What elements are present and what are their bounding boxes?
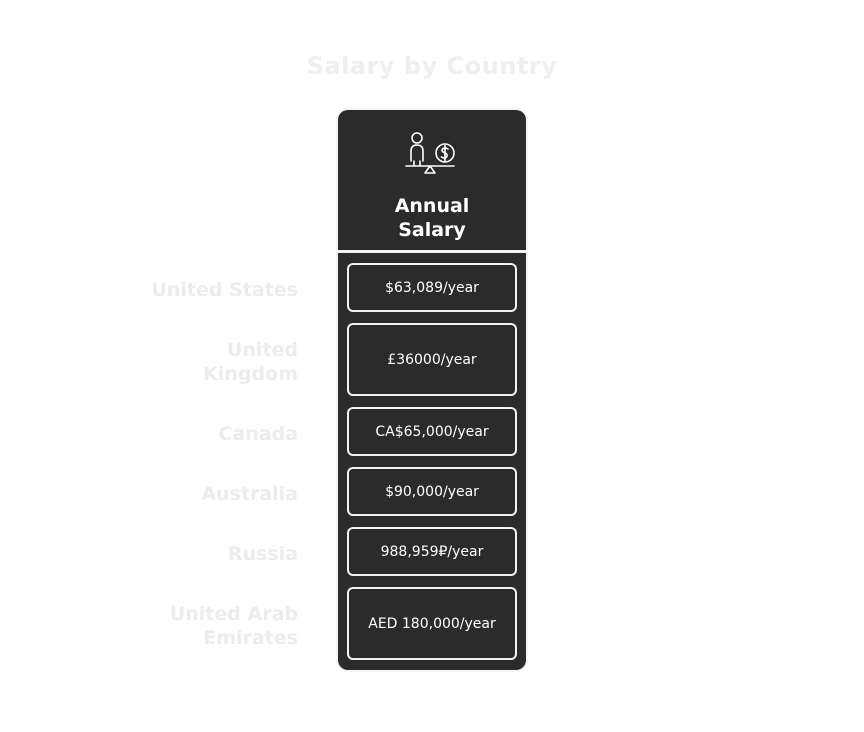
salary-cell-russia: 988,959₽/year <box>347 527 517 576</box>
row-label-canada: Canada <box>98 422 298 446</box>
person-balance-dollar-icon <box>405 132 455 174</box>
salary-cell-canada: CA$65,000/year <box>347 407 517 456</box>
diagram-title: Salary by Country <box>306 52 558 80</box>
row-label-line: United States <box>151 279 298 301</box>
row-label-line: Russia <box>227 543 298 565</box>
column-title: Annual Salary <box>338 194 526 242</box>
annual-salary-column: Annual Salary $63,089/year £36000/year C… <box>338 110 526 670</box>
header-divider <box>338 250 526 253</box>
salary-cell-australia: $90,000/year <box>347 467 517 516</box>
row-label-line: Emirates <box>203 627 298 649</box>
row-label-australia: Australia <box>98 482 298 506</box>
column-title-line: Annual <box>394 195 470 217</box>
row-label-russia: Russia <box>98 542 298 566</box>
row-label-line: Kingdom <box>203 363 298 385</box>
row-label-line: Canada <box>218 423 298 445</box>
salary-cell-united-kingdom: £36000/year <box>347 323 517 396</box>
row-label-line: United <box>226 339 298 361</box>
column-title-line: Salary <box>398 219 466 241</box>
row-label-united-states: United States <box>98 278 298 302</box>
salary-cell-uae: AED 180,000/year <box>347 587 517 660</box>
row-label-uae: United Arab Emirates <box>98 602 298 650</box>
row-label-line: United Arab <box>169 603 298 625</box>
salary-cell-united-states: $63,089/year <box>347 263 517 312</box>
row-label-line: Australia <box>201 483 298 505</box>
row-label-united-kingdom: United Kingdom <box>98 338 298 386</box>
